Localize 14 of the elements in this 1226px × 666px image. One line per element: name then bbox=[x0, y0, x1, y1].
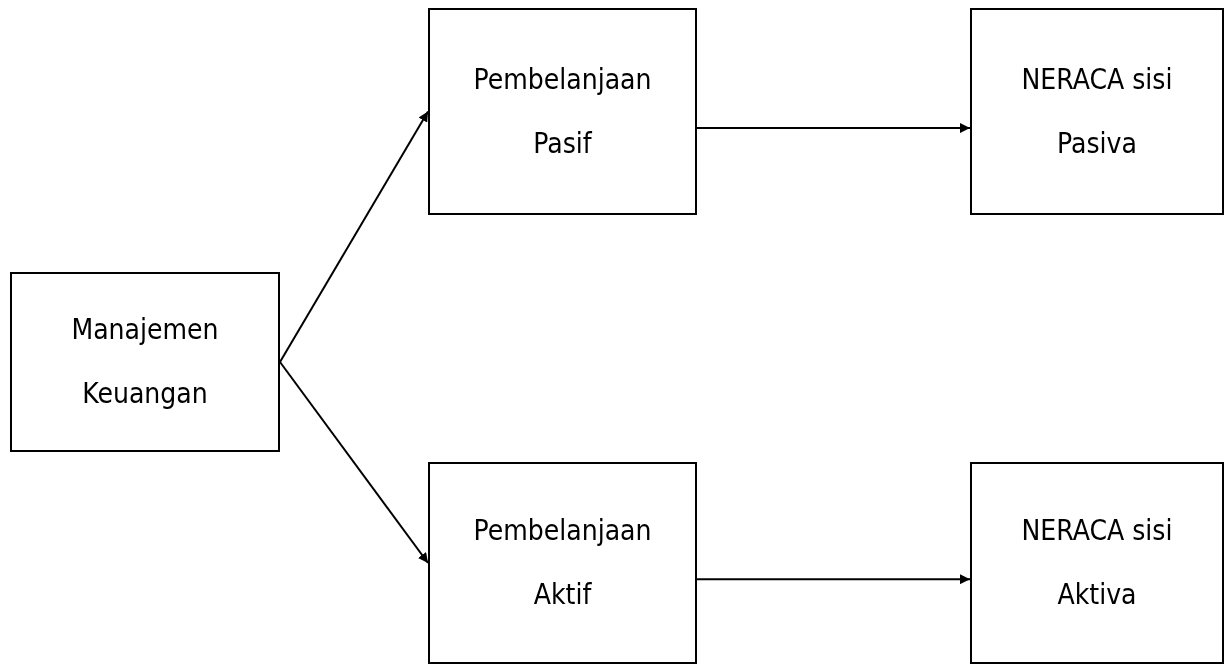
box-label: Pembelanjaan Aktif bbox=[472, 513, 653, 613]
box-label: Manajemen Keuangan bbox=[70, 312, 220, 412]
process-box bbox=[428, 8, 697, 215]
box-label: NERACA sisi Aktiva bbox=[1020, 513, 1174, 613]
arrow bbox=[279, 361, 429, 564]
arrow bbox=[696, 123, 971, 134]
arrow bbox=[279, 110, 429, 363]
process-box bbox=[10, 272, 280, 452]
arrow bbox=[696, 574, 971, 585]
box-label: NERACA sisi Pasiva bbox=[1020, 61, 1174, 162]
process-box bbox=[970, 462, 1224, 664]
box-label: Pembelanjaan Pasif bbox=[472, 61, 653, 162]
process-box bbox=[970, 8, 1224, 215]
process-box bbox=[428, 462, 697, 664]
